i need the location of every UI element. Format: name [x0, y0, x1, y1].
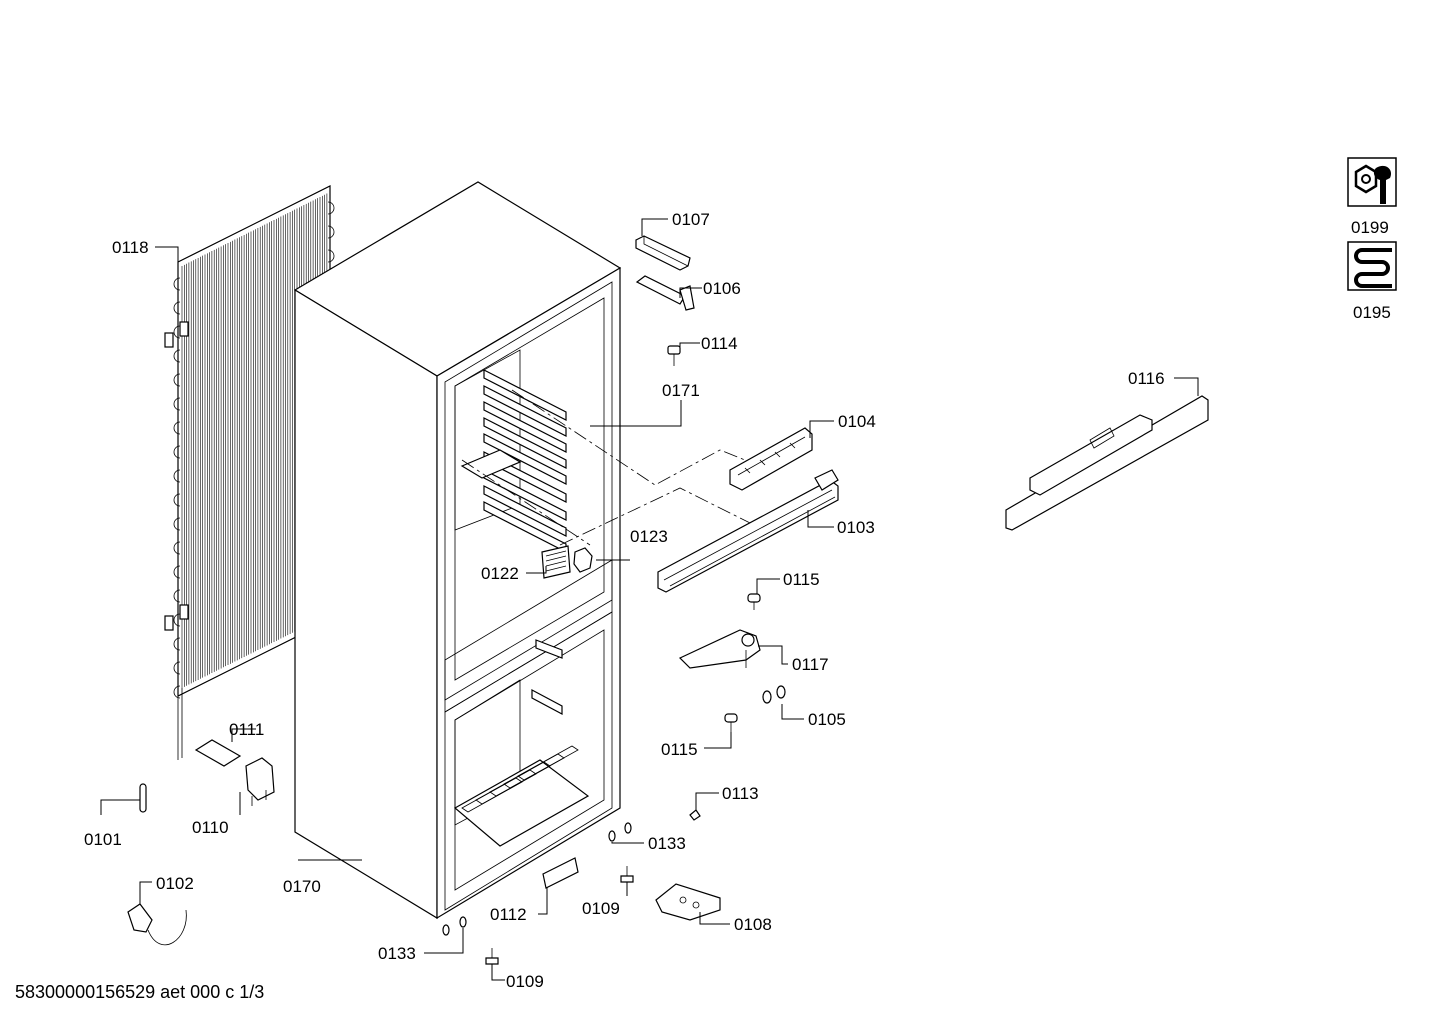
label-0107: 0107 — [672, 210, 710, 229]
shelf-rail — [483, 485, 567, 537]
coil-bend — [173, 637, 181, 651]
label-0195: 0195 — [1353, 303, 1391, 322]
label-0109-upper: 0109 — [582, 899, 620, 918]
part-0122[interactable] — [541, 545, 571, 579]
shelf-support — [460, 449, 522, 479]
label-0112: 0112 — [490, 905, 527, 924]
coil-bend — [173, 541, 181, 555]
coil-bend — [327, 225, 335, 239]
label-0171: 0171 — [662, 381, 700, 400]
tray-base — [453, 759, 590, 847]
coil-bend — [173, 565, 181, 579]
part-0117[interactable] — [678, 629, 761, 669]
coil-bend — [173, 445, 181, 459]
coil-bend — [327, 201, 335, 215]
label-0115-lower: 0115 — [661, 740, 698, 759]
part-0111[interactable] — [194, 739, 242, 767]
part-0112[interactable] — [542, 857, 579, 889]
shelf-rail — [483, 417, 567, 469]
part-0101[interactable] — [139, 783, 147, 813]
label-0122: 0122 — [481, 564, 519, 583]
shelf-rail — [483, 433, 567, 485]
part-0133-lower[interactable] — [442, 916, 467, 936]
part-0102[interactable] — [127, 903, 187, 945]
label-0114: 0114 — [701, 334, 738, 353]
part-0116[interactable] — [1005, 395, 1209, 531]
label-0117: 0117 — [792, 655, 829, 674]
part-0113[interactable] — [689, 809, 701, 821]
label-0110: 0110 — [192, 818, 229, 837]
part-0133-right[interactable] — [608, 822, 632, 842]
divider-rail — [535, 639, 563, 659]
coil-bend — [173, 373, 181, 387]
label-0108: 0108 — [734, 915, 772, 934]
leader-lines — [100, 218, 1199, 981]
label-0133-right: 0133 — [648, 834, 686, 853]
shelf-rail — [483, 369, 567, 421]
label-0133-lower: 0133 — [378, 944, 416, 963]
label-0113: 0113 — [722, 784, 759, 803]
cabinet — [293, 181, 622, 920]
part-0109-upper[interactable] — [620, 866, 634, 883]
label-0116: 0116 — [1128, 369, 1165, 388]
label-0199: 0199 — [1351, 218, 1389, 237]
part-0103[interactable] — [657, 469, 839, 593]
part-0107[interactable] — [635, 235, 691, 271]
part-0114[interactable] — [667, 345, 681, 366]
label-0102: 0102 — [156, 874, 194, 893]
label-0104: 0104 — [838, 412, 876, 431]
coil-bend — [173, 349, 181, 363]
label-0109-lower: 0109 — [506, 972, 544, 991]
label-0105: 0105 — [808, 710, 846, 729]
coil-bend — [173, 589, 181, 603]
wrench-nut-icon — [1347, 157, 1397, 207]
label-0111: 0111 — [229, 720, 264, 739]
part-0109-lower[interactable] — [485, 948, 499, 965]
coil-bend — [173, 325, 181, 339]
label-0101: 0101 — [84, 830, 122, 849]
shelf-rail — [483, 401, 567, 453]
part-0115-lower[interactable] — [724, 713, 738, 732]
coil-bend — [173, 613, 181, 627]
coil-bend — [173, 469, 181, 483]
label-0123: 0123 — [630, 527, 668, 546]
coil-bend — [173, 301, 181, 315]
label-0115-upper: 0115 — [783, 570, 820, 589]
shelf-rails — [460, 369, 567, 715]
shelf-rail — [483, 385, 567, 437]
part-0106[interactable] — [635, 275, 695, 311]
part-0108[interactable] — [655, 883, 721, 921]
label-0170: 0170 — [283, 877, 321, 896]
part-0105[interactable] — [762, 685, 786, 704]
part-0115-upper[interactable] — [747, 593, 761, 610]
tray-ridges — [453, 745, 590, 847]
document-id: 58300000156529 aet 000 c 1/3 — [15, 982, 264, 1002]
coil-bend — [173, 421, 181, 435]
coil-bend — [173, 277, 181, 291]
label-0106: 0106 — [703, 279, 741, 298]
part-0110[interactable] — [245, 757, 275, 806]
tray-ridge — [517, 745, 579, 781]
divider-rail — [531, 689, 563, 715]
coil-bend — [327, 249, 335, 263]
coil-bend — [173, 517, 181, 531]
coil-icon — [1347, 241, 1397, 291]
coil-bend — [173, 493, 181, 507]
coil-bend — [173, 661, 181, 675]
part-0104[interactable] — [729, 427, 813, 491]
label-0118: 0118 — [112, 238, 149, 257]
part-0123[interactable] — [573, 547, 593, 573]
coil-bend — [173, 397, 181, 411]
label-0103: 0103 — [837, 518, 875, 537]
